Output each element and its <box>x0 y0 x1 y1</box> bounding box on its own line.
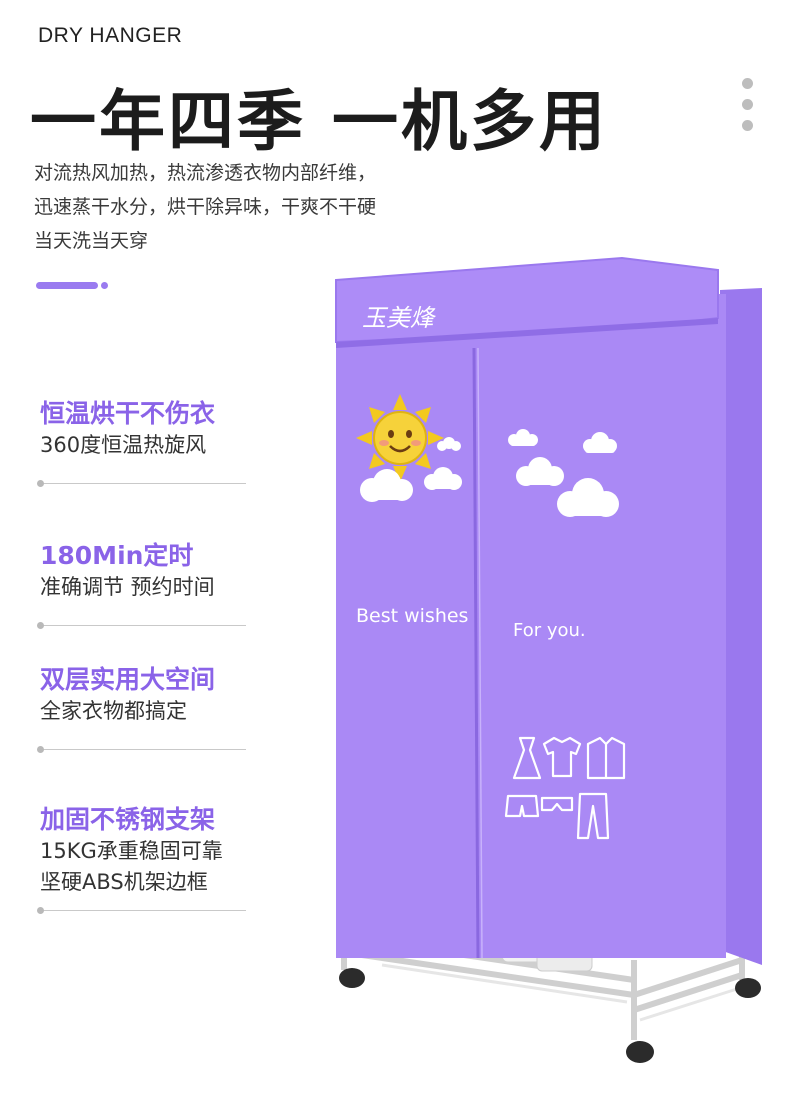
intro-line: 当天洗当天穿 <box>34 230 149 252</box>
brand-label: DRY HANGER <box>38 24 183 47</box>
cover-side <box>720 288 762 965</box>
clothes-icon <box>504 736 626 840</box>
feature-steel-frame: 加固不锈钢支架 15KG承重稳固可靠 坚硬ABS机架边框 <box>37 804 250 914</box>
intro-line: 迅速蒸干水分，烘干除异味，干爽不干硬 <box>34 196 377 218</box>
accent-bar <box>36 282 98 289</box>
page-headline: 一年四季 一机多用 <box>30 83 608 160</box>
feature-desc: 15KG承重稳固可靠 <box>40 839 223 863</box>
dryer-product-image: 玉美烽 Best wishes For you. <box>335 256 762 1063</box>
more-dots-icon <box>742 78 756 141</box>
divider <box>37 480 246 487</box>
cover-left-text: Best wishes <box>356 605 468 627</box>
feature-desc: 坚硬ABS机架边框 <box>40 870 208 894</box>
accent-dot <box>101 282 108 289</box>
feature-title: 180Min定时 <box>40 541 194 570</box>
divider <box>37 746 246 753</box>
feature-desc: 准确调节 预约时间 <box>40 575 215 599</box>
feature-desc: 360度恒温热旋风 <box>40 433 207 457</box>
cover-logo: 玉美烽 <box>362 304 436 332</box>
cloud-icon <box>360 429 619 517</box>
feature-title: 双层实用大空间 <box>40 665 216 694</box>
intro-text: 对流热风加热，热流渗透衣物内部纤维， 迅速蒸干水分，烘干除异味，干爽不干硬 当天… <box>34 156 376 258</box>
feature-timer: 180Min定时 准确调节 预约时间 <box>37 540 250 629</box>
divider <box>37 907 246 914</box>
zipper-seam <box>472 347 480 959</box>
cover-right-text: For you. <box>513 620 586 641</box>
divider <box>37 622 246 629</box>
feature-title: 加固不锈钢支架 <box>40 805 216 834</box>
feature-desc: 全家衣物都搞定 <box>40 699 187 723</box>
sun-icon <box>356 394 444 482</box>
feature-double-layer: 双层实用大空间 全家衣物都搞定 <box>37 664 250 753</box>
intro-line: 对流热风加热，热流渗透衣物内部纤维， <box>34 162 377 184</box>
feature-title: 恒温烘干不伤衣 <box>40 399 216 428</box>
feature-constant-temp: 恒温烘干不伤衣 360度恒温热旋风 <box>37 398 250 487</box>
